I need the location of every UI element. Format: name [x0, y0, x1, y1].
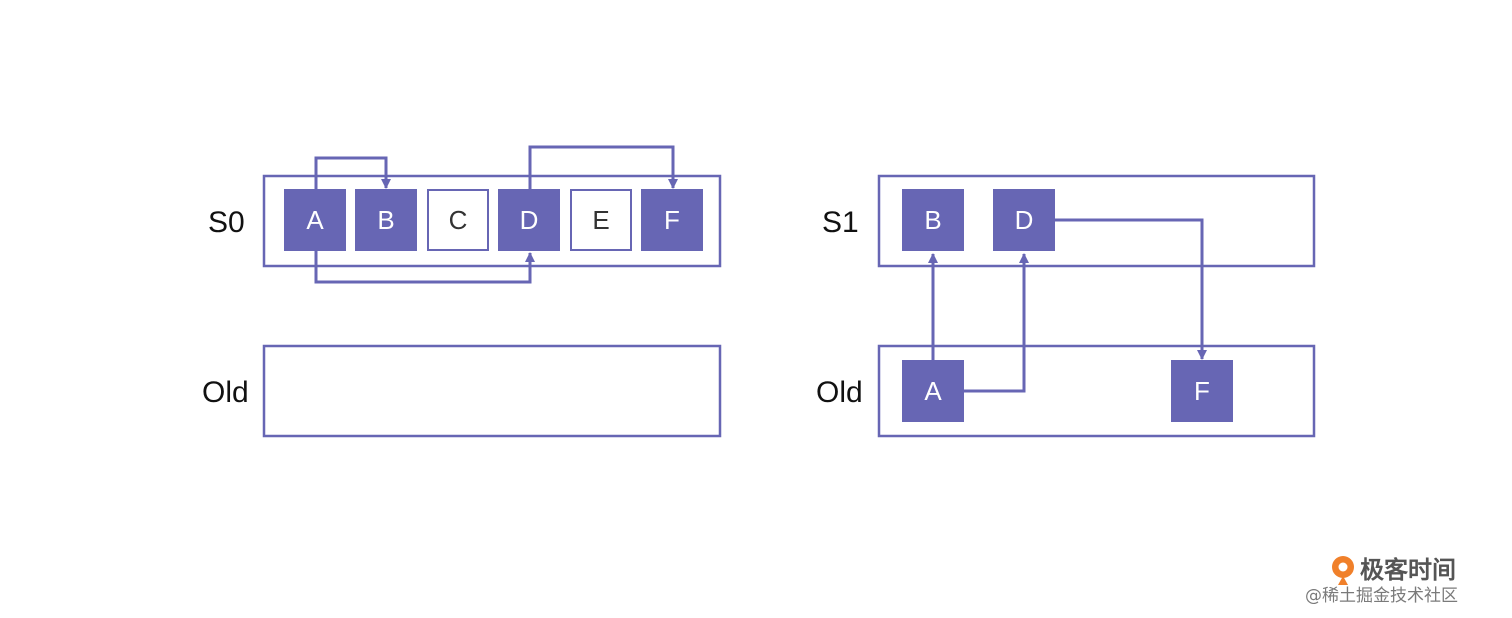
object-label: A — [306, 205, 324, 235]
s1-label: S1 — [822, 206, 859, 239]
s0-object-b: B — [355, 189, 417, 251]
old-label-left: Old — [202, 376, 249, 409]
s0-object-e: E — [570, 189, 632, 251]
object-label: F — [664, 205, 680, 235]
object-box — [641, 189, 703, 251]
s1-object-d: D — [993, 189, 1055, 251]
old-region-right — [877, 344, 1316, 438]
object-label: B — [377, 205, 394, 235]
watermark: 极客时间 @稀土掘金技术社区 — [1305, 556, 1458, 606]
object-label: E — [592, 205, 609, 235]
object-box — [355, 189, 417, 251]
ref-arrow-a-to-b — [314, 156, 391, 192]
s0-cells: A B C D E F — [284, 189, 703, 251]
s1-object-b: B — [902, 189, 964, 251]
watermark-brand: 极客时间 — [1360, 556, 1456, 584]
object-box — [427, 189, 489, 251]
object-label: D — [520, 205, 539, 235]
s0-object-f: F — [641, 189, 703, 251]
old-region-left — [262, 344, 722, 438]
object-label: C — [449, 205, 468, 235]
object-box — [993, 189, 1055, 251]
s0-region — [262, 174, 722, 268]
ref-arrow-old-a-to-s1-d — [963, 253, 1029, 393]
s1-region — [877, 174, 1316, 268]
s0-object-c: C — [427, 189, 489, 251]
ref-arrow-d-to-f — [528, 145, 678, 192]
object-label: D — [1015, 205, 1034, 235]
s0-object-a: A — [284, 189, 346, 251]
old-object-f: F — [1171, 360, 1233, 422]
object-label: B — [924, 205, 941, 235]
object-box — [1171, 360, 1233, 422]
s0-label: S0 — [208, 206, 245, 239]
object-label: A — [924, 376, 942, 406]
object-box — [570, 189, 632, 251]
ref-arrow-a-to-d — [314, 250, 535, 284]
object-box — [902, 189, 964, 251]
old-label-right: Old — [816, 376, 863, 409]
watermark-source: @稀土掘金技术社区 — [1305, 586, 1458, 606]
object-label: F — [1194, 376, 1210, 406]
ref-arrow-s1-d-to-old-f — [1055, 218, 1207, 360]
left-panel: S0 A B C D E F Old — [202, 145, 722, 438]
s0-object-d: D — [498, 189, 560, 251]
old-object-a: A — [902, 360, 964, 422]
geektime-logo-icon — [1332, 556, 1354, 585]
